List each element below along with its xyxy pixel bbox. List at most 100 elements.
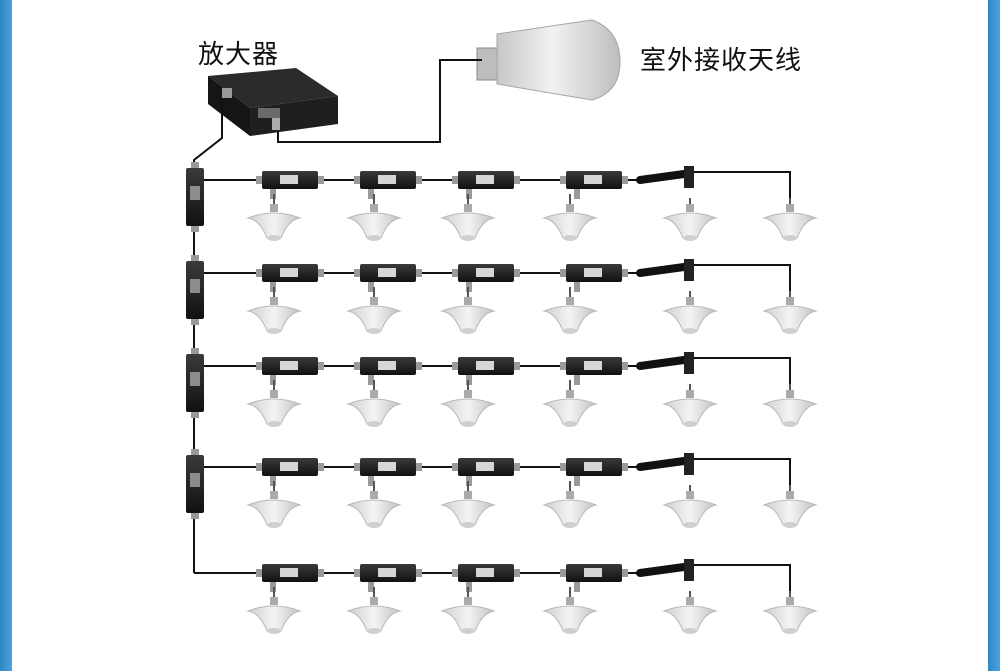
outdoor-antenna-label: 室外接收天线 xyxy=(640,46,803,76)
coupler-icon xyxy=(560,171,628,199)
ceiling-antenna xyxy=(662,384,718,427)
ceiling-antenna-icon xyxy=(762,485,818,528)
coupler-icon xyxy=(452,264,520,292)
coupler-icon xyxy=(452,171,520,199)
coupler xyxy=(256,357,324,385)
ceiling-antenna-icon xyxy=(662,291,718,334)
power-splitter-icon xyxy=(186,348,204,418)
ceiling-antenna xyxy=(246,481,302,528)
ceiling-antenna xyxy=(246,380,302,427)
coupler-icon xyxy=(354,564,422,592)
coupler-icon xyxy=(560,564,628,592)
feeder-cable-outdoor xyxy=(277,59,482,143)
ceiling-antenna-icon xyxy=(662,591,718,634)
coupler xyxy=(354,264,422,292)
ceiling-antenna xyxy=(762,591,818,634)
ceiling-antenna-icon xyxy=(246,481,302,528)
coupler-icon xyxy=(452,357,520,385)
coupler-icon xyxy=(354,264,422,292)
coupler xyxy=(560,264,628,292)
coupler-icon xyxy=(354,171,422,199)
branch-cable xyxy=(694,264,791,293)
ceiling-antenna xyxy=(440,481,496,528)
coupler xyxy=(354,171,422,199)
coupler xyxy=(354,458,422,486)
ceiling-antenna xyxy=(662,485,718,528)
row-5 xyxy=(194,559,818,634)
ceiling-antenna-icon xyxy=(762,291,818,334)
row-2 xyxy=(186,255,818,334)
two-way-splitter xyxy=(636,559,694,581)
coupler-icon xyxy=(560,264,628,292)
row-1 xyxy=(186,162,818,241)
ceiling-antenna xyxy=(662,591,718,634)
ceiling-antenna-icon xyxy=(762,384,818,427)
ceiling-antenna xyxy=(346,194,402,241)
row-4 xyxy=(186,449,818,528)
ceiling-antenna-icon xyxy=(542,587,598,634)
ceiling-antenna-icon xyxy=(346,287,402,334)
coupler xyxy=(452,264,520,292)
ceiling-antenna-icon xyxy=(346,481,402,528)
ceiling-antenna-icon xyxy=(542,194,598,241)
log-periodic-antenna-icon xyxy=(476,19,621,101)
two-way-splitter-icon xyxy=(636,352,694,374)
two-way-splitter-icon xyxy=(636,259,694,281)
ceiling-antenna-icon xyxy=(542,481,598,528)
coupler xyxy=(256,264,324,292)
power-splitter xyxy=(186,449,204,519)
coupler-icon xyxy=(354,357,422,385)
coupler xyxy=(256,458,324,486)
ceiling-antenna-icon xyxy=(346,587,402,634)
ceiling-antenna-icon xyxy=(662,485,718,528)
ceiling-antenna xyxy=(346,481,402,528)
ceiling-antenna xyxy=(542,287,598,334)
ceiling-antenna xyxy=(762,485,818,528)
ceiling-antenna-icon xyxy=(440,194,496,241)
ceiling-antenna-icon xyxy=(246,287,302,334)
two-way-splitter-icon xyxy=(636,166,694,188)
two-way-splitter xyxy=(636,259,694,281)
ceiling-antenna xyxy=(542,587,598,634)
right-edge-bar xyxy=(988,0,1000,671)
ceiling-antenna xyxy=(440,587,496,634)
coupler xyxy=(256,171,324,199)
left-edge-bar xyxy=(0,0,12,671)
ceiling-antenna-icon xyxy=(762,591,818,634)
ceiling-antenna xyxy=(542,194,598,241)
power-splitter-icon xyxy=(186,255,204,325)
row-3 xyxy=(186,348,818,427)
ceiling-antenna xyxy=(346,287,402,334)
coupler-icon xyxy=(256,357,324,385)
ceiling-antenna-icon xyxy=(762,198,818,241)
power-splitter xyxy=(186,162,204,232)
ceiling-antenna-icon xyxy=(246,380,302,427)
ceiling-antenna-icon xyxy=(440,587,496,634)
coupler-icon xyxy=(256,171,324,199)
coupler-icon xyxy=(560,458,628,486)
ceiling-antenna xyxy=(662,198,718,241)
coupler-icon xyxy=(256,564,324,592)
ceiling-antenna xyxy=(440,380,496,427)
ceiling-antenna xyxy=(542,481,598,528)
coupler xyxy=(354,564,422,592)
ceiling-antenna xyxy=(762,198,818,241)
coupler xyxy=(560,357,628,385)
outdoor-antenna xyxy=(476,19,621,101)
coupler xyxy=(452,171,520,199)
ceiling-antenna-icon xyxy=(542,380,598,427)
coupler-icon xyxy=(452,458,520,486)
coupler xyxy=(560,171,628,199)
coupler xyxy=(452,458,520,486)
ceiling-antenna xyxy=(762,291,818,334)
two-way-splitter-icon xyxy=(636,453,694,475)
coupler xyxy=(256,564,324,592)
coupler xyxy=(354,357,422,385)
coupler-icon xyxy=(560,357,628,385)
coupler xyxy=(560,458,628,486)
coupler-icon xyxy=(354,458,422,486)
ceiling-antenna-icon xyxy=(440,481,496,528)
ceiling-antenna xyxy=(762,384,818,427)
power-splitter xyxy=(186,255,204,325)
